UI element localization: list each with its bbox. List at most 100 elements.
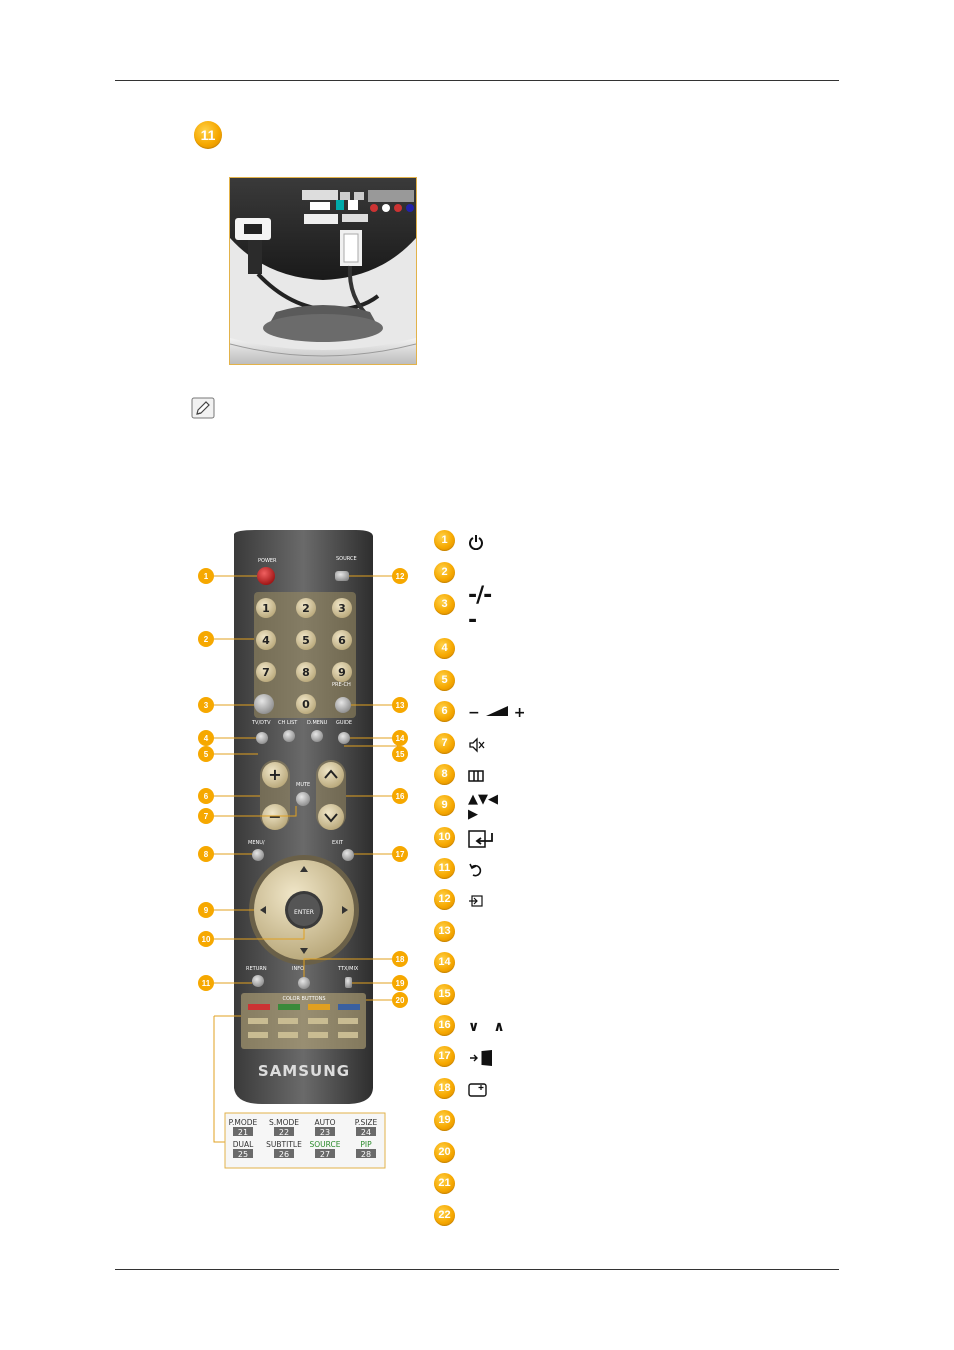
mini-key[interactable] [338,1018,358,1024]
digit-button-2[interactable] [296,598,316,618]
inset-key-number: 27 [320,1150,330,1159]
inset-key-label: S.MODE [269,1118,299,1127]
digit-label: 8 [302,666,310,679]
callout-line [303,958,398,977]
callout-number: 10 [202,935,211,944]
digit-button-1[interactable] [256,598,276,618]
tvdtv-label: TV/DTV [251,720,271,726]
callout-number: 2 [204,635,209,644]
volume-down-button[interactable] [262,804,288,830]
green-button[interactable] [278,1004,300,1010]
power-button[interactable] [257,567,275,585]
legend-number-badge: 11 [434,858,455,879]
rear-connection-photo [229,177,417,365]
legend-row: 22 [434,1205,455,1229]
dash-button[interactable] [254,694,274,714]
dmenu-label: D.MENU [307,720,328,726]
mute-icon [468,733,486,757]
blue-button[interactable] [338,1004,360,1010]
source-label: SOURCE [336,556,357,562]
menu-button[interactable] [252,849,264,861]
enter-icon [468,827,496,851]
mini-key[interactable] [308,1018,328,1024]
digit-label: 2 [302,602,310,615]
callout-number: 17 [396,850,405,859]
red-button[interactable] [248,1004,270,1010]
power-label: POWER [258,558,277,564]
mini-key[interactable] [338,1032,358,1038]
legend-row: 10 [434,827,493,851]
yellow-button[interactable] [308,1004,330,1010]
source-button[interactable] [335,571,349,581]
inset-key-number: 22 [279,1128,289,1137]
legend-row: 4 [434,638,455,662]
inset-key-number: 26 [279,1150,289,1159]
channel-up-button[interactable] [318,762,344,788]
inset-key [233,1149,253,1158]
mini-key[interactable] [278,1032,298,1038]
menu-icon [468,764,484,788]
inset-key-label: SUBTITLE [266,1140,302,1149]
digit-button-4[interactable] [256,630,276,650]
callout-badge [198,730,214,746]
legend-row: 19 [434,1110,455,1134]
legend-number-badge: 3 [434,594,455,615]
legend-row: 21 [434,1173,455,1197]
ttx-button[interactable] [345,977,352,988]
guide-button[interactable] [338,732,350,744]
tvdtv-button[interactable] [256,732,268,744]
mute-button[interactable] [296,792,310,806]
inset-key [356,1127,376,1136]
legend-row: 2 [434,562,455,586]
digit-button-6[interactable] [332,630,352,650]
digit-button-3[interactable] [332,598,352,618]
monitor-rear-illustration [230,178,416,364]
digit-button-7[interactable] [256,662,276,682]
mini-key[interactable] [278,1018,298,1024]
volume-up-button[interactable] [262,762,288,788]
info-button[interactable] [298,977,310,989]
callout-number: 5 [204,750,209,759]
inset-key-label: P.MODE [229,1118,258,1127]
prech-button[interactable] [335,697,351,713]
callout-badge [392,730,408,746]
callout-badge [392,975,408,991]
inset-key-number: 25 [238,1150,248,1159]
callout-number: 20 [396,996,405,1005]
digit-label: 1 [262,602,270,615]
dmenu-button[interactable] [311,730,323,742]
inset-key-label: P.SIZE [355,1118,378,1127]
mini-key[interactable] [308,1032,328,1038]
svg-text:+: + [268,765,281,784]
inset-key [315,1127,335,1136]
digit-button-9[interactable] [332,662,352,682]
digit-button-8[interactable] [296,662,316,682]
exit-button[interactable] [342,849,354,861]
digit-label: 7 [262,666,270,679]
digit-button-0[interactable] [296,694,316,714]
channel-down-button[interactable] [318,804,344,830]
return-button[interactable] [252,975,264,987]
callout-badge [392,788,408,804]
prech-label: PRE-CH [332,682,351,688]
inset-key-number: 21 [238,1128,248,1137]
inset-key-label: AUTO [314,1118,335,1127]
arrows-icon: ▲▼◀ ▶ [468,792,498,822]
legend-row: 1 [434,530,483,554]
mini-key[interactable] [248,1018,268,1024]
digit-button-5[interactable] [296,630,316,650]
chevron-up-text: ∧ [493,1019,505,1035]
chevron-down-text: ∨ [468,1019,480,1035]
legend-row: 16∨∧ [434,1015,505,1039]
legend-number-badge: 6 [434,701,455,722]
callout-number: 8 [204,850,209,859]
callout-badge [198,788,214,804]
chlist-button[interactable] [283,730,295,742]
callout-number: 9 [204,906,209,915]
mini-key[interactable] [248,1032,268,1038]
digit-label: 6 [338,634,346,647]
guide-label: GUIDE [336,720,352,726]
